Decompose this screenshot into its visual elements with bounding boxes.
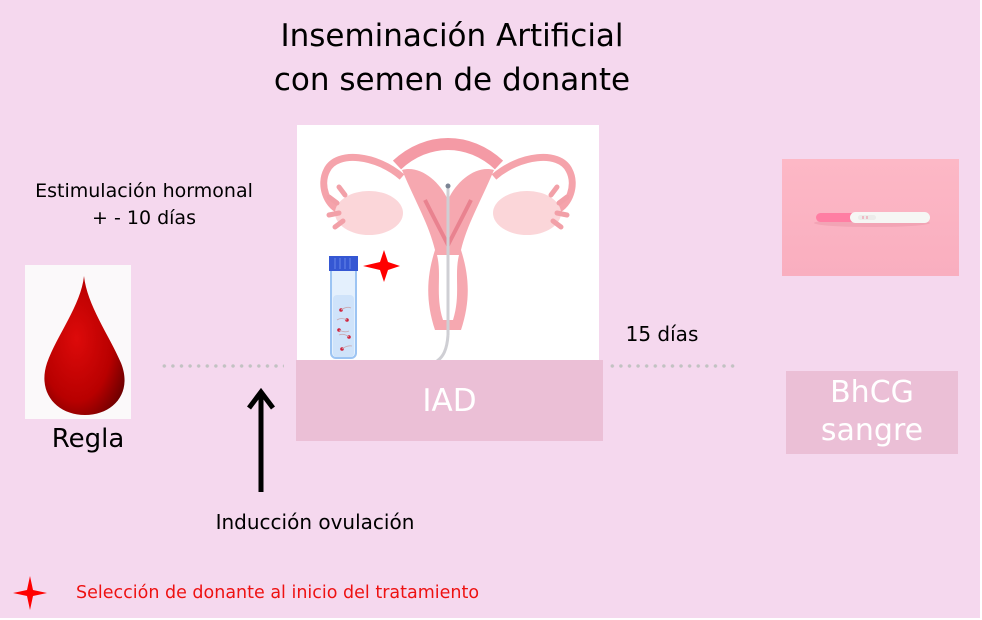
- title-line-2: con semen de donante: [273, 62, 631, 98]
- step-bhcg-label-line-1: BhCG: [830, 375, 914, 410]
- stimulation-label: Estimulación hormonal + - 10 días: [14, 178, 274, 232]
- red-star-icon: [363, 250, 400, 282]
- title-line-1: Inseminación Artificial: [280, 18, 624, 54]
- stimulation-duration: + - 10 días: [92, 207, 196, 229]
- step-bhcg-box: BhCG sangre: [786, 371, 958, 454]
- pregnancy-test-icon: [814, 212, 930, 227]
- step-iad-box: IAD: [296, 360, 603, 441]
- uterus-illustration: [320, 138, 576, 361]
- step-iad-label: IAD: [422, 382, 477, 419]
- red-star-icon: [13, 576, 47, 610]
- diagram-title: Inseminación Artificial con semen de don…: [262, 14, 642, 102]
- uterus-insemination-image: [297, 125, 599, 361]
- legend-text: Selección de donante al inicio del trata…: [76, 583, 480, 603]
- dotted-connector-1: [160, 364, 284, 368]
- up-arrow-icon: [247, 387, 275, 492]
- step-bhcg-label-line-2: sangre: [820, 413, 924, 448]
- legend: Selección de donante al inicio del trata…: [12, 575, 479, 611]
- interval-15-days-label: 15 días: [625, 322, 699, 346]
- blood-drop-image: [25, 265, 131, 419]
- step-regla-label: Regla: [51, 424, 125, 454]
- pregnancy-test-image: [782, 159, 959, 276]
- ovulation-induction-label: Inducción ovulación: [215, 510, 415, 534]
- stimulation-line-1: Estimulación hormonal: [35, 180, 253, 202]
- dotted-connector-2: [608, 364, 736, 368]
- blood-drop-icon: [44, 276, 125, 415]
